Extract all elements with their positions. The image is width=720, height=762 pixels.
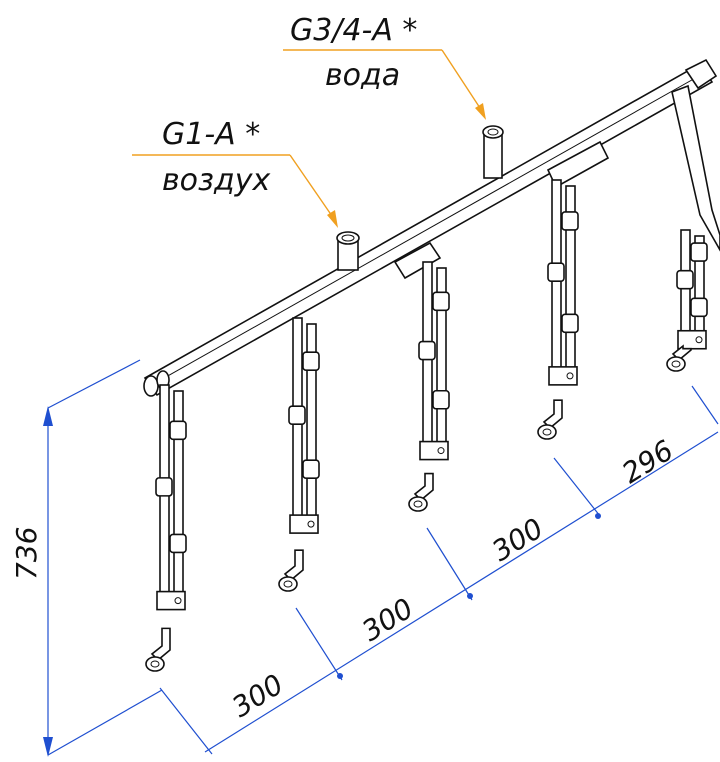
spray-drop bbox=[145, 384, 187, 672]
air-inlet-nozzle bbox=[336, 231, 360, 271]
spacing-dimension-4: 296 bbox=[616, 434, 679, 490]
spacing-dimension-1: 300 bbox=[226, 668, 289, 724]
spray-drop bbox=[537, 179, 579, 440]
spacing-dimension-3: 300 bbox=[486, 512, 549, 568]
spacing-dimension-2: 300 bbox=[356, 592, 419, 648]
spray-drops bbox=[145, 179, 708, 672]
water-medium-label: вода bbox=[325, 58, 400, 93]
spray-drop bbox=[408, 261, 450, 512]
water-inlet-nozzle bbox=[482, 125, 504, 179]
leader-air-arrow bbox=[327, 210, 338, 228]
dimension-arrows bbox=[43, 406, 601, 757]
water-thread-label: G3/4-A * bbox=[290, 13, 417, 48]
leader-air bbox=[132, 154, 333, 217]
air-thread-label: G1-A * bbox=[162, 117, 260, 152]
leader-water-arrow bbox=[475, 103, 486, 120]
air-medium-label: воздух bbox=[162, 163, 270, 198]
leader-water bbox=[283, 49, 481, 109]
manifold-pipe bbox=[143, 58, 720, 397]
height-dimension: 736 bbox=[10, 527, 43, 580]
dimension-lines bbox=[47, 359, 719, 756]
spray-drop bbox=[278, 317, 320, 592]
spray-drop bbox=[666, 229, 708, 372]
